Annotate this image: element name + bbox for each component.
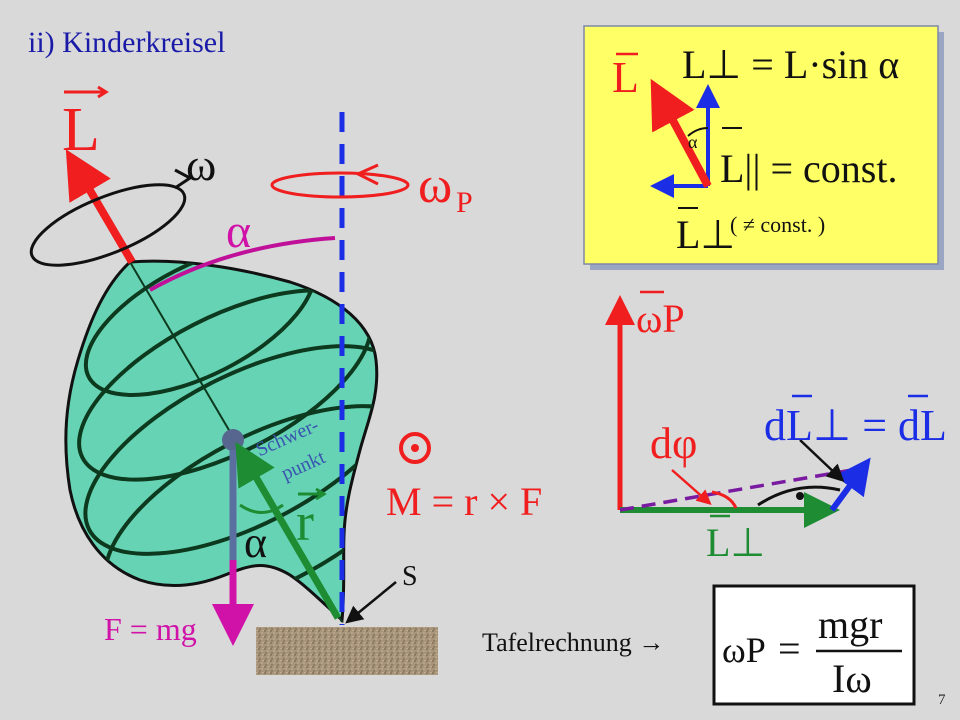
slide-title: ii) Kinderkreisel: [28, 26, 226, 59]
dL-vector-arrow: [829, 457, 871, 512]
pointer-to-S: [345, 581, 397, 624]
omega-rotation-ellipse: [29, 183, 187, 267]
dL-pointer: [799, 439, 845, 483]
omega-p-vector-label: ωP: [636, 296, 685, 341]
result-equals: =: [778, 626, 801, 671]
box-alpha-arc: [687, 127, 709, 137]
dL-arc: [757, 485, 841, 507]
new-L-dashed: [619, 468, 853, 512]
dphi-pointer: [671, 469, 712, 505]
box-alpha-label: α: [688, 132, 698, 152]
tafelrechnung-label: Tafelrechnung →: [482, 628, 665, 657]
omega-rotation-arrowhead: [174, 168, 193, 190]
r-label: r: [296, 492, 314, 552]
page-number: 7: [938, 692, 946, 708]
alpha-label-bottom: α: [244, 518, 267, 567]
box-L-perp-equation: L⊥ = L·sin α: [682, 42, 899, 87]
box-L-label: L: [612, 53, 639, 102]
ground-surface: [256, 627, 438, 675]
L-label: L: [62, 96, 100, 164]
dphi-arc: [711, 490, 738, 509]
S-label: S: [402, 561, 418, 592]
result-formula-box: [712, 584, 916, 706]
dphi-label: dφ: [650, 419, 697, 468]
dL-equation: dL⊥ = dL: [764, 401, 947, 450]
r-label-vector-tip: [315, 487, 327, 501]
formula-box: [583, 25, 939, 265]
omega-p-precession-ellipse: [270, 171, 410, 199]
L-label-vector-tip: [97, 85, 109, 99]
F-equation: F = mg: [104, 611, 197, 647]
box-L-par-equation: L|| = const.: [720, 146, 897, 191]
box-L-arrow: [650, 78, 712, 188]
omega-p-subscript: P: [456, 186, 473, 219]
odot-center: [411, 444, 419, 452]
result-lhs: ωP: [722, 630, 766, 670]
alpha-label-top: α: [226, 205, 251, 258]
r-vector-arrow: [235, 441, 342, 620]
omega-p-label: ω: [418, 157, 452, 214]
box-neq-const: ( ≠ const. ): [730, 212, 825, 237]
dL-dot: [796, 492, 804, 500]
box-L-perp-label: L⊥: [676, 212, 735, 257]
center-of-mass-dot: [222, 429, 244, 451]
alpha-arc-bottom: [239, 503, 284, 514]
M-equation: M = r × F: [386, 479, 542, 524]
L-perp-vector-label: L⊥: [706, 520, 765, 565]
L-vector-arrow: [65, 149, 136, 265]
omega-p-arrowhead: [354, 163, 379, 186]
result-numerator: mgr: [818, 602, 882, 647]
omega-label: ω: [186, 139, 216, 190]
result-denominator: Iω: [832, 656, 872, 701]
alpha-arc-top: [149, 236, 336, 292]
odot-circle: [399, 432, 431, 464]
